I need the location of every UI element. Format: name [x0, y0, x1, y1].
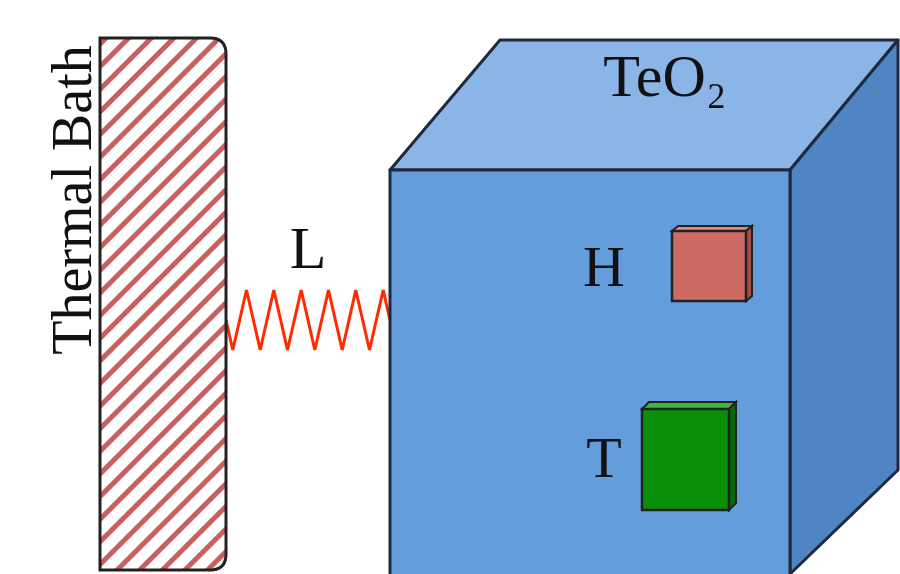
bath-block: [100, 38, 226, 570]
spring-label: L: [290, 218, 327, 278]
heater-chip: H: [580, 225, 755, 305]
heater-square: [672, 231, 746, 301]
crystal-side-face: [790, 40, 898, 574]
material-label: TeO₂: [603, 46, 726, 106]
thermistor-chip: T: [580, 400, 740, 515]
thermal-bath: Thermal Bath: [40, 10, 230, 570]
thermal-link-spring: [226, 290, 390, 350]
crystal-front-face: [390, 170, 790, 574]
chip-label: T: [586, 429, 621, 487]
bath-label: Thermal Bath: [44, 45, 100, 354]
teo2-crystal: TeO₂ H T: [388, 38, 900, 574]
thermistor-square: [642, 409, 729, 510]
chip-label: H: [583, 238, 625, 296]
